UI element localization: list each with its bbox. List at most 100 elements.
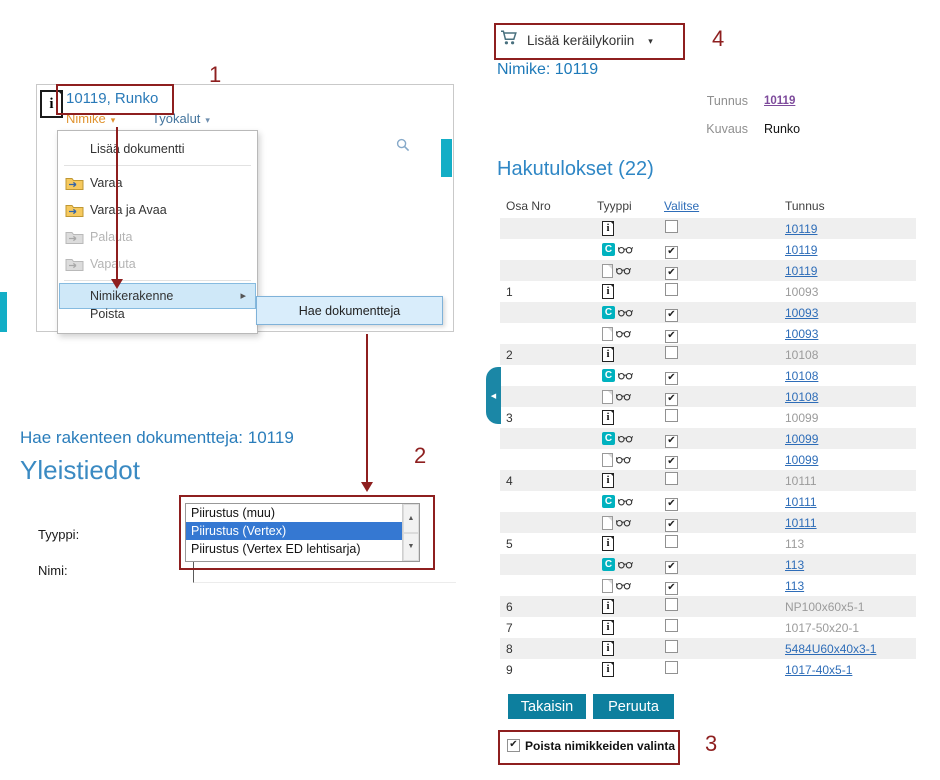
type-icon-cell [592, 452, 662, 467]
glasses-icon [616, 581, 631, 590]
row-checkbox[interactable] [665, 219, 678, 233]
tunnus-link[interactable]: 5484U60x40x3-1 [785, 641, 877, 656]
valitse-cell [662, 367, 774, 385]
tunnus-cell: 10108 [774, 390, 916, 404]
menu-item-palauta[interactable]: Palauta [58, 223, 257, 250]
back-button[interactable]: Takaisin [508, 694, 586, 719]
row-checkbox[interactable] [665, 455, 678, 469]
row-checkbox[interactable] [665, 371, 678, 385]
osa-nro-cell: 3 [506, 410, 513, 425]
table-row: 10099 [500, 449, 916, 470]
row-checkbox[interactable] [665, 618, 678, 632]
cancel-button[interactable]: Peruuta [593, 694, 674, 719]
nimi-input[interactable] [193, 558, 456, 583]
tyyppi-label: Tyyppi: [38, 527, 80, 542]
basket-icon [500, 29, 519, 51]
tunnus-cell: 10111 [774, 516, 916, 530]
tunnus-cell: 113 [774, 579, 916, 593]
header-valitse-link[interactable]: Valitse [664, 199, 700, 213]
valitse-cell [662, 345, 774, 364]
menu-item-varaa[interactable]: Varaa [58, 169, 257, 196]
submenu-hae-dokumentteja[interactable]: Hae dokumentteja [256, 296, 443, 325]
type-icon-cell [592, 558, 662, 571]
row-checkbox[interactable] [665, 497, 678, 511]
annotation-box-3 [498, 730, 680, 765]
row-checkbox[interactable] [665, 639, 678, 653]
tunnus-cell: 10119 [774, 222, 916, 236]
type-icon-cell [592, 641, 662, 656]
tunnus-link[interactable]: 113 [785, 557, 805, 572]
listbox-option[interactable]: Piirustus (Vertex ED lehtisarja) [191, 542, 361, 556]
menu-item-vapauta[interactable]: Vapauta [58, 250, 257, 277]
row-checkbox[interactable] [665, 434, 678, 448]
search-icon[interactable] [396, 138, 410, 157]
tunnus-cell: 10111 [774, 495, 916, 509]
type-icon-cell [592, 243, 662, 256]
valitse-cell [662, 325, 774, 343]
tunnus-link[interactable]: 10099 [785, 452, 819, 467]
row-checkbox[interactable] [665, 392, 678, 406]
results-rows: 1011910119101191100931009310093210108101… [500, 218, 916, 680]
menu-item-nimikerakenne[interactable]: Nimikerakenne [59, 283, 256, 309]
glasses-icon [616, 455, 631, 464]
tunnus-link[interactable]: 10119 [785, 221, 818, 236]
listbox-scrollbar[interactable] [402, 504, 419, 561]
row-checkbox[interactable] [665, 597, 678, 611]
type-icon-cell [592, 473, 662, 488]
table-row: 210108 [500, 344, 916, 365]
tunnus-link[interactable]: 10111 [785, 494, 817, 509]
add-to-basket-button[interactable]: Lisää keräilykoriin [500, 29, 653, 51]
glasses-icon [618, 308, 633, 317]
table-row: 113 [500, 554, 916, 575]
tunnus-link[interactable]: 10108 [785, 368, 819, 383]
tunnus-cell: 10111 [774, 474, 916, 488]
row-checkbox[interactable] [665, 408, 678, 422]
tunnus-link[interactable]: 10099 [785, 431, 819, 446]
row-checkbox[interactable] [665, 534, 678, 548]
glasses-icon [616, 266, 631, 275]
row-checkbox[interactable] [665, 329, 678, 343]
header-tyyppi: Tyyppi [597, 199, 632, 213]
tunnus-value: 10093 [785, 284, 819, 299]
table-row: 5113 [500, 533, 916, 554]
tunnus-cell: 10093 [774, 285, 916, 299]
tunnus-link[interactable]: 10093 [785, 305, 819, 320]
tyyppi-listbox[interactable]: Piirustus (muu) Piirustus (Vertex) Piirust… [185, 503, 420, 562]
scroll-down-icon[interactable] [403, 532, 419, 561]
row-checkbox[interactable] [665, 518, 678, 532]
table-row: 10111 [500, 491, 916, 512]
row-checkbox[interactable] [665, 581, 678, 595]
tunnus-value-link[interactable]: 10119 [764, 95, 796, 107]
annotation-box-1 [56, 84, 174, 115]
row-checkbox[interactable] [665, 345, 678, 359]
panel-expander-handle[interactable] [486, 367, 501, 424]
glasses-icon [618, 434, 633, 443]
row-checkbox[interactable] [665, 266, 678, 280]
table-row: 6NP100x60x5-1 [500, 596, 916, 617]
tunnus-link[interactable]: 1017-40x5-1 [785, 662, 853, 677]
tunnus-link[interactable]: 113 [785, 578, 805, 593]
tunnus-link[interactable]: 10111 [785, 515, 817, 530]
listbox-option[interactable]: Piirustus (Vertex) [186, 522, 402, 540]
kuvaus-label: Kuvaus [706, 122, 748, 136]
row-checkbox[interactable] [665, 471, 678, 485]
row-checkbox[interactable] [665, 282, 678, 296]
row-checkbox[interactable] [665, 560, 678, 574]
tunnus-link[interactable]: 10119 [785, 242, 818, 257]
type-icon-cell [592, 306, 662, 319]
tunnus-cell: 10099 [774, 453, 916, 467]
row-checkbox[interactable] [665, 245, 678, 259]
row-checkbox[interactable] [665, 308, 678, 322]
tunnus-link[interactable]: 10093 [785, 326, 819, 341]
table-row: 10119 [500, 239, 916, 260]
info-document-icon [602, 641, 614, 656]
listbox-option[interactable]: Piirustus (muu) [191, 506, 276, 520]
menu-item-lisaa-dokumentti[interactable]: Lisää dokumentti [58, 135, 257, 162]
menu-divider [64, 280, 251, 281]
tunnus-link[interactable]: 10108 [785, 389, 819, 404]
row-checkbox[interactable] [665, 660, 678, 674]
clear-selection-label: Poista nimikkeiden valinta [525, 739, 676, 753]
menu-item-varaa-ja-avaa[interactable]: Varaa ja Avaa [58, 196, 257, 223]
tunnus-link[interactable]: 10119 [785, 263, 818, 278]
clear-selection-checkbox[interactable] [507, 739, 520, 752]
